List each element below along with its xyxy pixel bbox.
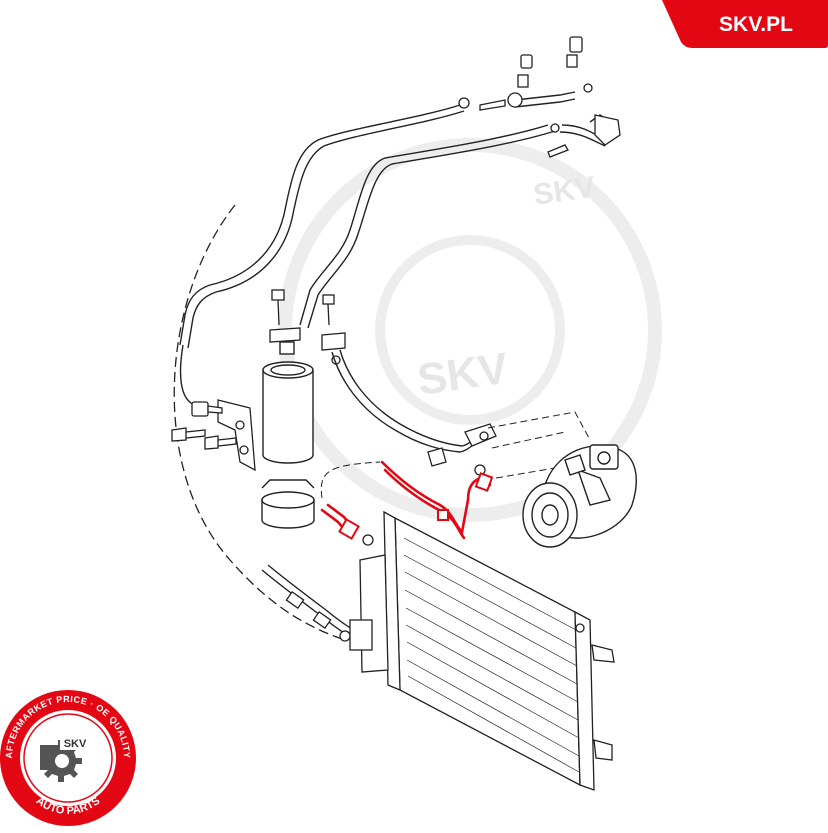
bracket-top-right xyxy=(594,114,621,146)
lower-fittings xyxy=(285,590,351,642)
line-nut-2 xyxy=(550,123,560,133)
seal-gear-icon xyxy=(40,740,82,782)
bracket-bolt-2 xyxy=(171,427,206,442)
leader-lines xyxy=(487,411,591,479)
condenser-fins xyxy=(403,537,580,773)
fitting-small xyxy=(583,83,593,93)
service-valve-2 xyxy=(517,74,529,88)
service-cap-1 xyxy=(569,36,583,53)
bolt-top-2 xyxy=(547,144,569,158)
highlighted-fittings xyxy=(338,472,494,540)
boundary-arc xyxy=(173,204,346,641)
watermark-text-top: SKV xyxy=(531,171,597,212)
fitting-lower-1 xyxy=(285,590,305,610)
bracket-bolt-1 xyxy=(191,401,209,417)
fitting-lower-2 xyxy=(312,610,332,630)
oring-lower xyxy=(339,630,351,642)
bracket-bolt-1-shaft xyxy=(207,405,223,414)
mounting-bracket xyxy=(171,399,256,472)
condenser-tank-right xyxy=(574,610,595,791)
compressor-clutch xyxy=(576,468,611,506)
line-junction-1 xyxy=(507,92,523,108)
oring-condenser xyxy=(362,534,374,546)
bolt-drier-2-shaft xyxy=(327,303,330,326)
bracket-bolt-3 xyxy=(204,435,237,450)
condenser xyxy=(349,510,615,791)
site-label: SKV.PL xyxy=(719,13,793,36)
drier-inlet-block xyxy=(269,327,301,343)
refrigerant-lines-top xyxy=(179,91,616,349)
condenser-bracket-right xyxy=(591,644,615,663)
line-nut-1 xyxy=(458,97,470,109)
condenser-side-bracket xyxy=(359,554,389,673)
compressor xyxy=(522,444,637,548)
condenser-bracket-bottom xyxy=(593,739,613,761)
skv-seal: AFTERMARKET PRICE · OE QUALITY AUTO PART… xyxy=(0,690,136,826)
leader-hose-condenser xyxy=(320,461,381,499)
brand-badge: SKV.PL xyxy=(662,0,828,48)
service-valve-1 xyxy=(566,54,578,68)
drier-cap xyxy=(279,341,295,355)
service-cap-2 xyxy=(520,54,533,69)
condenser-fitting-block xyxy=(349,619,373,651)
top-fittings xyxy=(458,36,621,158)
bolt-drier-2-head xyxy=(322,294,335,305)
bolt-top-1 xyxy=(479,99,506,111)
bolt-drier-1-head xyxy=(271,289,285,301)
badge-shape xyxy=(662,0,828,48)
watermark-gear-inner xyxy=(375,235,565,425)
line-block xyxy=(321,332,346,351)
bolt-drier-1-shaft xyxy=(277,299,280,326)
receiver-drier xyxy=(261,341,315,529)
seal-center: SKV xyxy=(64,738,87,750)
condenser-core xyxy=(394,516,581,787)
watermark-text-center: SKV xyxy=(415,344,512,405)
compressor-fittings xyxy=(427,423,497,476)
